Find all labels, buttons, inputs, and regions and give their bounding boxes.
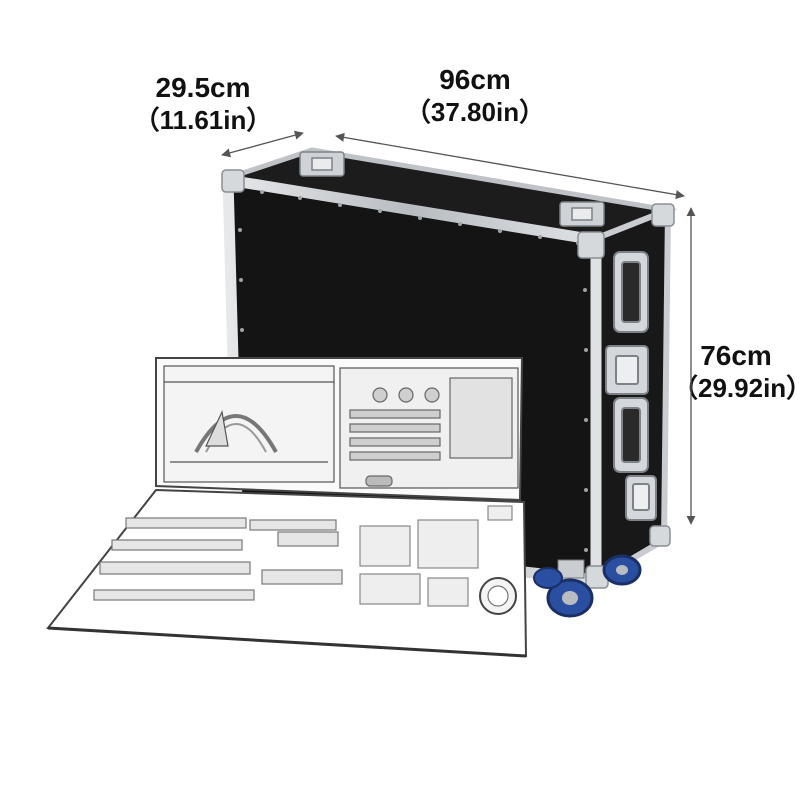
height-metric: 76cm (700, 340, 772, 371)
width-metric: 96cm (439, 64, 511, 95)
keypad-clusters (359, 505, 513, 607)
console-left-monitor (163, 365, 335, 483)
rivets (238, 190, 588, 552)
corner-caps (221, 169, 675, 589)
latch-icon (299, 151, 605, 227)
height-dimension-label: 76cm （29.92in） (672, 340, 800, 404)
depth-metric: 29.5cm (155, 72, 251, 103)
caster-wheel-icon (533, 554, 642, 618)
width-arrow (335, 132, 685, 200)
fader-banks (93, 517, 343, 601)
lighting-console-sketch (46, 357, 528, 658)
width-imperial: （37.80in） (404, 97, 546, 127)
dimension-arrows (221, 130, 696, 525)
width-dimension-label: 96cm （37.80in） (385, 64, 565, 128)
handle-icon (605, 251, 657, 521)
depth-dimension-label: 29.5cm （11.61in） (118, 72, 288, 136)
depth-imperial: （11.61in） (133, 105, 273, 135)
depth-arrow (221, 130, 304, 158)
